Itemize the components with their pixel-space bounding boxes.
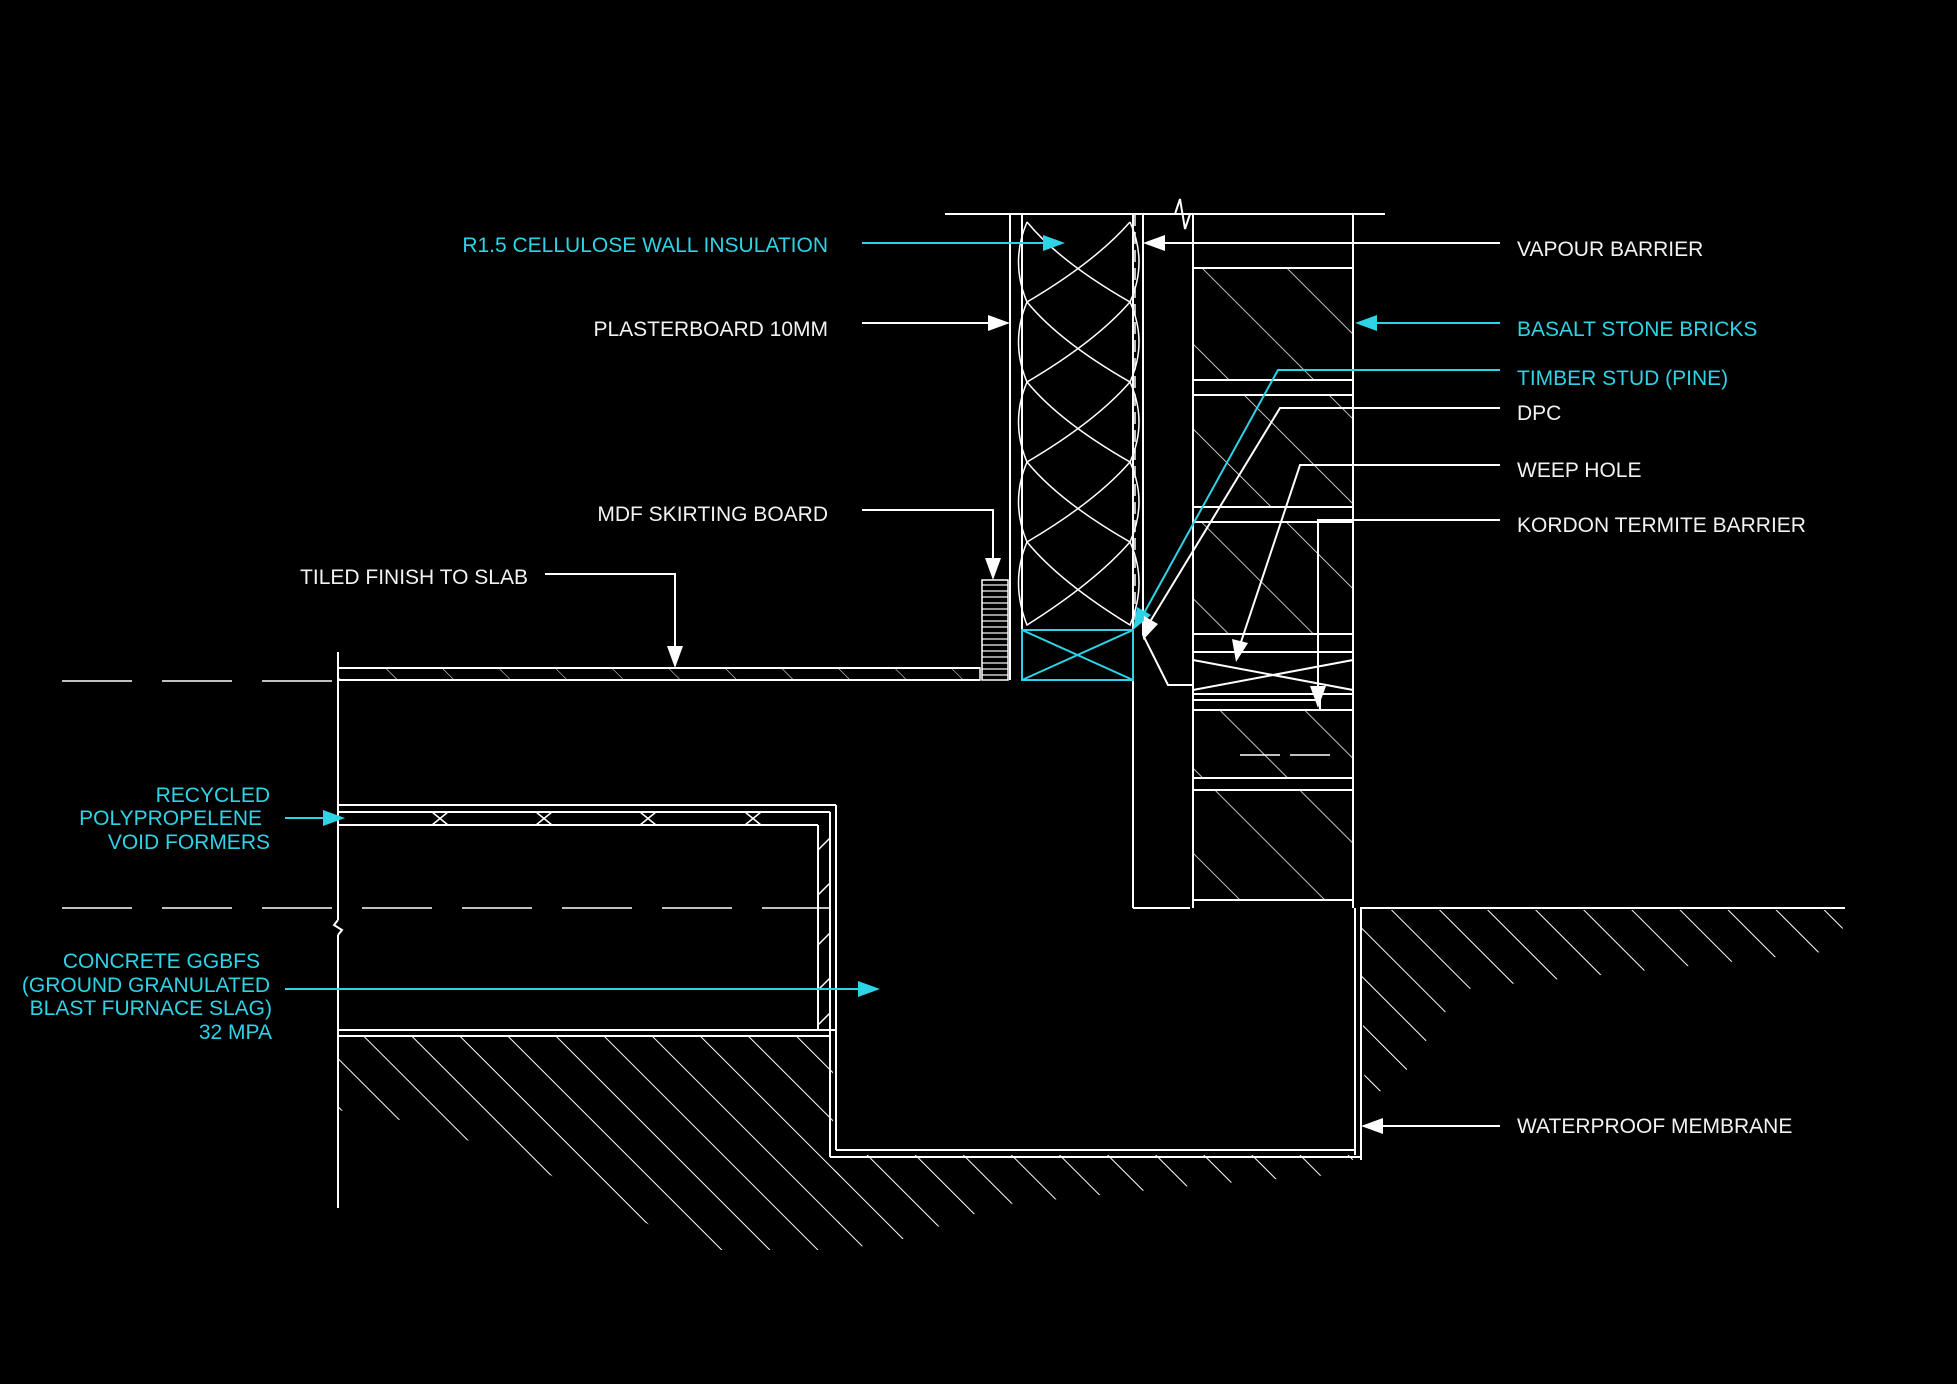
label-termite-barrier: KORDON TERMITE BARRIER bbox=[1517, 514, 1806, 537]
leader-termite-barrier bbox=[1317, 519, 1500, 690]
label-basalt-bricks: BASALT STONE BRICKS bbox=[1517, 318, 1757, 341]
leader-tiled-finish bbox=[545, 573, 676, 648]
label-void-formers-3: VOID FORMERS bbox=[108, 831, 270, 854]
label-concrete-3: BLAST FURNACE SLAG) bbox=[30, 997, 272, 1020]
leader-weep-hole bbox=[1239, 464, 1500, 646]
label-insulation: R1.5 CELLULOSE WALL INSULATION bbox=[462, 234, 828, 257]
skirting-board bbox=[981, 579, 1009, 681]
void-formers bbox=[338, 804, 836, 1030]
label-concrete-4: 32 MPA bbox=[199, 1021, 272, 1044]
earth-hatch-left bbox=[338, 1035, 840, 1250]
brick-wall bbox=[1142, 214, 1354, 908]
label-vapour-barrier: VAPOUR BARRIER bbox=[1517, 238, 1703, 261]
internal-wall bbox=[945, 198, 1385, 681]
label-dpc: DPC bbox=[1517, 402, 1561, 425]
leader-dpc bbox=[1147, 407, 1500, 626]
label-timber-stud: TIMBER STUD (PINE) bbox=[1517, 367, 1728, 390]
tiled-finish bbox=[337, 667, 981, 681]
label-tiled-finish: TILED FINISH TO SLAB bbox=[300, 566, 528, 589]
leader-skirting bbox=[862, 509, 994, 560]
label-void-formers-2: POLYPROPELENE bbox=[79, 807, 262, 830]
label-weep-hole: WEEP HOLE bbox=[1517, 459, 1641, 482]
label-concrete-1: CONCRETE GGBFS bbox=[63, 950, 260, 973]
label-void-formers-1: RECYCLED bbox=[156, 784, 270, 807]
earth-hatch-right bbox=[1360, 910, 1845, 1100]
label-plasterboard: PLASTERBOARD 10MM bbox=[593, 318, 828, 341]
label-concrete-2: (GROUND GRANULATED bbox=[22, 974, 270, 997]
label-waterproof-membrane: WATERPROOF MEMBRANE bbox=[1517, 1115, 1792, 1138]
label-skirting: MDF SKIRTING BOARD bbox=[597, 503, 828, 526]
leader-timber-stud bbox=[1142, 369, 1500, 616]
earth-hatch-bottom bbox=[833, 1155, 1360, 1250]
